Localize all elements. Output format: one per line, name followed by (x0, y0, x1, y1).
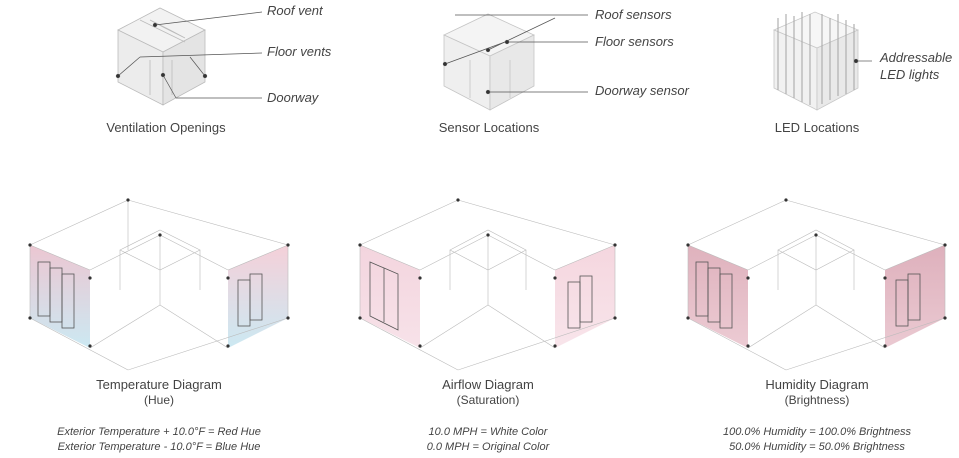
humidity-subtitle: (Brightness) (784, 393, 850, 407)
humidity-diagram-drawing (686, 198, 947, 371)
doorway-label: Doorway (267, 90, 319, 105)
temperature-note-1: Exterior Temperature + 10.0°F = Red Hue (57, 426, 261, 438)
led-house-drawing (772, 11, 860, 111)
floor-vents-label: Floor vents (267, 44, 332, 59)
roof-vent-leader (154, 11, 263, 26)
led-label-line2: LED lights (880, 67, 940, 82)
sensor-house-drawing (443, 13, 535, 111)
humidity-note-2: 50.0% Humidity = 50.0% Brightness (729, 441, 905, 453)
airflow-left-wall (360, 245, 420, 348)
temperature-diagram-drawing (28, 198, 290, 371)
doorway-leader (162, 74, 177, 99)
floor-vents-leader-left (117, 56, 141, 77)
roof-sensors-label: Roof sensors (595, 7, 672, 22)
sensor-caption: Sensor Locations (438, 120, 540, 135)
humidity-right-wall (885, 245, 945, 348)
temperature-right-wall (228, 245, 288, 348)
led-strips (777, 12, 855, 105)
airflow-right-wall (555, 245, 615, 348)
airflow-note-1: 10.0 MPH = White Color (428, 426, 548, 438)
airflow-title: Airflow Diagram (442, 377, 534, 392)
temperature-subtitle: (Hue) (143, 393, 174, 407)
temperature-note-2: Exterior Temperature - 10.0°F = Blue Hue (57, 441, 261, 453)
led-caption: LED Locations (774, 120, 860, 135)
humidity-left-wall (688, 245, 748, 348)
humidity-title: Humidity Diagram (765, 377, 869, 392)
airflow-subtitle: (Saturation) (456, 393, 520, 407)
humidity-note-1: 100.0% Humidity = 100.0% Brightness (722, 426, 912, 438)
ventilation-house-drawing (117, 7, 206, 106)
airflow-note-2: 0.0 MPH = Original Color (426, 441, 550, 453)
airflow-diagram-drawing (358, 198, 617, 371)
floor-sensors-leader (444, 41, 506, 65)
roof-vent-label: Roof vent (267, 3, 323, 18)
temperature-title: Temperature Diagram (96, 377, 222, 392)
doorway-sensor-label: Doorway sensor (595, 83, 689, 98)
ventilation-caption: Ventilation Openings (106, 120, 226, 135)
temperature-left-wall (30, 245, 90, 348)
floor-sensors-label: Floor sensors (595, 34, 674, 49)
led-label-line1: Addressable (880, 50, 953, 65)
